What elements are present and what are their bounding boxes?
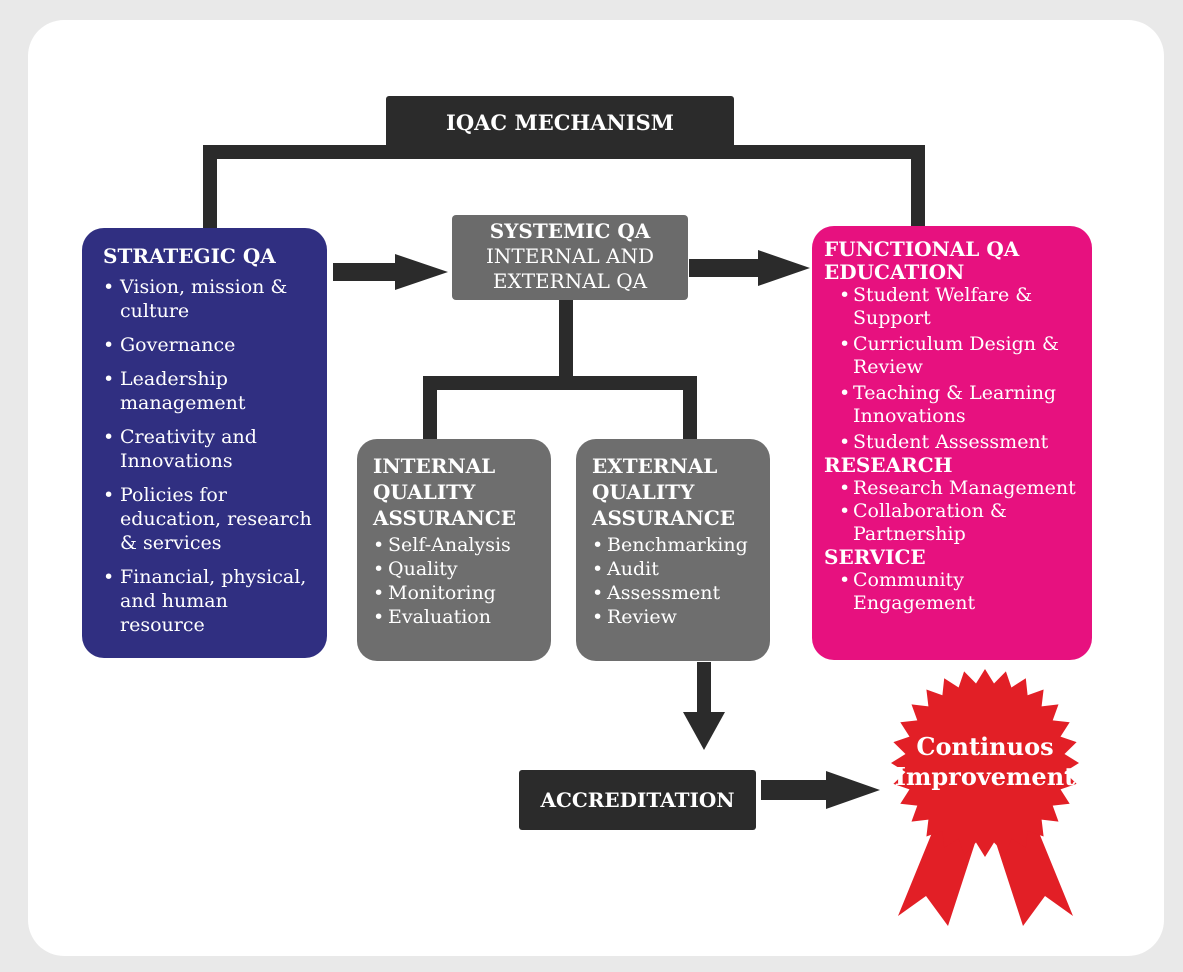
strategic-qa-box: STRATEGIC QA Vision, mission & culture G… <box>82 228 327 658</box>
list-item: Collaboration & Partnership <box>839 500 1088 546</box>
list-item: Vision, mission & culture <box>103 275 317 323</box>
functional-qa-box: FUNCTIONAL QA EDUCATION Student Welfare … <box>812 226 1092 660</box>
external-qa-list: Benchmarking Audit Assessment Review <box>592 533 762 629</box>
list-item: Assessment <box>592 581 762 605</box>
list-item: Benchmarking <box>592 533 762 557</box>
research-heading: RESEARCH <box>824 453 953 477</box>
external-qa-title: EXTERNAL QUALITY ASSURANCE <box>592 454 735 530</box>
strategic-qa-list: Vision, mission & culture Governance Lea… <box>103 275 317 637</box>
list-item: Research Management <box>839 477 1088 500</box>
top-connector-line <box>203 145 925 230</box>
badge-line1: Continuos <box>916 732 1054 761</box>
systemic-qa-box: SYSTEMIC QA INTERNAL AND EXTERNAL QA <box>452 215 688 300</box>
list-item: Community Engagement <box>839 569 1088 615</box>
list-item: Student Assessment <box>839 431 1088 454</box>
external-quality-assurance-box: EXTERNAL QUALITY ASSURANCE Benchmarking … <box>576 439 770 661</box>
education-list: Student Welfare & Support Curriculum Des… <box>839 284 1088 454</box>
ribbon-left-icon <box>898 818 976 926</box>
accreditation-box: ACCREDITATION <box>519 770 756 830</box>
list-item: Student Welfare & Support <box>839 284 1088 330</box>
list-item: Teaching & Learning Innovations <box>839 382 1088 428</box>
arrow-systemic-to-functional <box>689 250 810 286</box>
list-item: Curriculum Design & Review <box>839 333 1088 379</box>
list-item: Self-Analysis <box>373 533 543 557</box>
list-item: Evaluation <box>373 605 543 629</box>
education-heading: EDUCATION <box>824 260 965 284</box>
systemic-qa-line3: EXTERNAL QA <box>492 269 648 293</box>
systemic-qa-line2: INTERNAL AND <box>486 244 654 268</box>
arrow-external-to-accreditation <box>683 712 725 750</box>
functional-qa-title: FUNCTIONAL QA <box>824 237 1020 261</box>
internal-quality-assurance-box: INTERNAL QUALITY ASSURANCE Self-Analysis… <box>357 439 551 661</box>
rosette-badge-icon <box>891 669 1079 926</box>
list-item: Monitoring <box>373 581 543 605</box>
list-item: Policies for education, research & servi… <box>103 483 317 555</box>
arrow-accreditation-to-badge <box>761 771 880 809</box>
list-item: Quality <box>373 557 543 581</box>
list-item: Review <box>592 605 762 629</box>
arrow-strategic-to-systemic <box>333 254 448 290</box>
internal-qa-title: INTERNAL QUALITY ASSURANCE <box>373 454 516 530</box>
service-heading: SERVICE <box>824 545 926 569</box>
systemic-qa-title: SYSTEMIC QA <box>489 219 651 243</box>
research-list: Research Management Collaboration & Part… <box>839 477 1088 546</box>
list-item: Audit <box>592 557 762 581</box>
ribbon-right-icon <box>995 818 1073 926</box>
list-item: Leadership management <box>103 367 317 415</box>
list-item: Financial, physical, and human resource <box>103 565 317 637</box>
service-list: Community Engagement <box>839 569 1088 615</box>
seal-icon <box>891 669 1079 857</box>
branch-connector-line <box>423 376 697 439</box>
iqac-mechanism-title: IQAC MECHANISM <box>386 96 734 150</box>
strategic-qa-title: STRATEGIC QA <box>103 244 276 268</box>
badge-line2: Improvement <box>894 762 1076 791</box>
list-item: Governance <box>103 333 317 357</box>
list-item: Creativity and Innovations <box>103 425 317 473</box>
badge-label: Continuos Improvement <box>880 732 1090 792</box>
internal-qa-list: Self-Analysis Quality Monitoring Evaluat… <box>373 533 543 629</box>
